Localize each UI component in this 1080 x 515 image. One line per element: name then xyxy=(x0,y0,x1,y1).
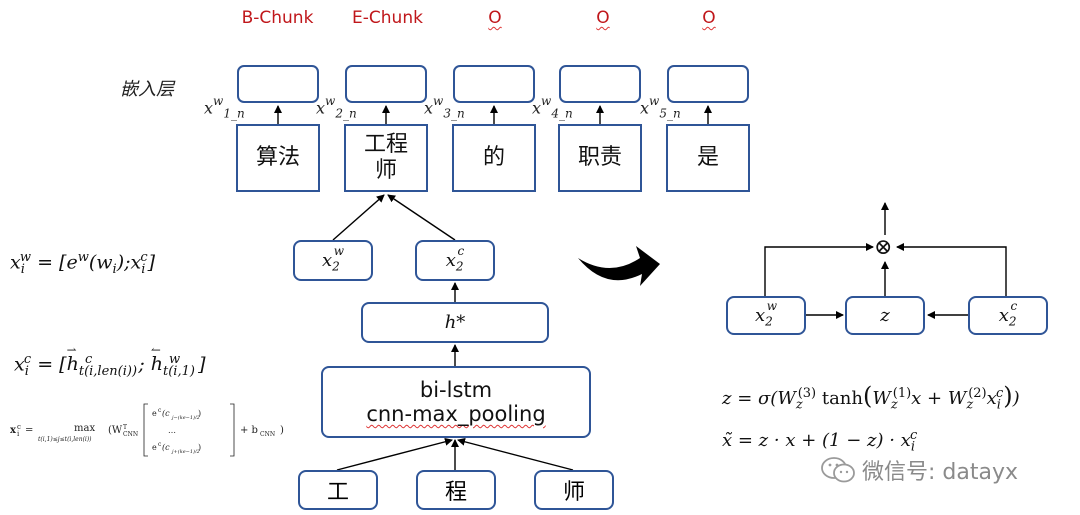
svg-text:max: max xyxy=(74,423,95,434)
tag-3: O xyxy=(456,8,534,28)
tag-1: B-Chunk xyxy=(241,8,314,28)
svg-text:j+(ke−1)/2: j+(ke−1)/2 xyxy=(171,448,200,455)
svg-text:e: e xyxy=(152,443,157,452)
tag-4-text: O xyxy=(596,8,610,28)
tag-2: E-Chunk xyxy=(352,8,423,28)
tag-5-text: O xyxy=(702,8,716,28)
svg-text:c: c xyxy=(158,407,162,414)
tag-4: O xyxy=(564,8,642,28)
arrow-char3-to-encoder xyxy=(457,437,574,471)
word-box-2: 工程 师 xyxy=(344,124,428,192)
equation-gate-output: x̃ = z · x + (1 − z) · xic xyxy=(722,428,918,455)
char-box-2: 程 xyxy=(416,470,496,510)
hstar-box: h* xyxy=(361,302,549,343)
word-box-5: 是 xyxy=(666,124,750,192)
watermark: 微信号: datayx xyxy=(820,454,1018,486)
arrow-char1-to-encoder xyxy=(336,437,453,471)
x-label-3: xw3_n xyxy=(424,94,465,121)
svg-text:(c: (c xyxy=(162,443,170,452)
gate-z-box: z xyxy=(845,296,925,335)
otimes-symbol: ⊗ xyxy=(874,234,893,259)
embed-box-5 xyxy=(667,65,749,103)
line-x2c-to-otimes xyxy=(896,243,1007,296)
svg-text:+ b: + b xyxy=(240,425,258,436)
gate-x2c-box: x2c xyxy=(968,296,1048,335)
embed-box-4 xyxy=(559,65,641,103)
svg-text:): ) xyxy=(198,409,201,418)
transition-arrow xyxy=(578,246,660,286)
char-box-3: 师 xyxy=(534,470,614,510)
char-box-1: 工 xyxy=(298,470,378,510)
svg-text:CNN: CNN xyxy=(260,431,275,438)
svg-text:x: x xyxy=(10,425,17,436)
tag-3-text: O xyxy=(488,8,502,28)
encoder-box: bi-lstm cnn-max_pooling xyxy=(321,366,591,438)
svg-text:…: … xyxy=(168,426,176,435)
svg-text:): ) xyxy=(198,443,201,452)
word-box-1: 算法 xyxy=(236,124,320,192)
x2c-box: x2c xyxy=(415,240,495,281)
embed-box-3 xyxy=(453,65,535,103)
watermark-text: 微信号: datayx xyxy=(862,460,1018,485)
svg-text:j−(ke−1)/2: j−(ke−1)/2 xyxy=(171,414,200,421)
word-box-4: 职责 xyxy=(558,124,642,192)
gate-x2w-box: x2w xyxy=(726,296,806,335)
svg-text:(c: (c xyxy=(162,409,170,418)
embed-box-2 xyxy=(345,65,427,103)
arrow-x2c-to-word2 xyxy=(387,194,456,241)
x-label-5: xw5_n xyxy=(640,94,681,121)
encoder-line1: bi-lstm xyxy=(419,378,493,402)
svg-text:t(i,1)≤j≤t(i,len(i)): t(i,1)≤j≤t(i,len(i)) xyxy=(38,436,92,443)
arrow-x2w-to-word2 xyxy=(332,194,385,241)
svg-text:c: c xyxy=(158,441,162,448)
svg-text:=: = xyxy=(25,425,33,436)
embed-box-1 xyxy=(237,65,319,103)
svg-text:CNN: CNN xyxy=(123,431,138,438)
wechat-icon xyxy=(821,457,855,483)
svg-text:e: e xyxy=(152,409,157,418)
x-label-2: xw2_n xyxy=(316,94,357,121)
equation-char-bilstm: xic = [h⇀t(i,len(i))c; h↼t(i,1)w] xyxy=(14,343,206,380)
embed-layer-label: 嵌入层 xyxy=(120,79,174,100)
x-label-1: xw1_n xyxy=(204,94,245,121)
svg-text:i: i xyxy=(17,430,20,438)
word-box-3: 的 xyxy=(452,124,536,192)
equation-cnn-maxpool: x c i = max t(i,1)≤j≤t(i,len(i)) (W CNN … xyxy=(10,403,284,457)
svg-text:c: c xyxy=(17,423,21,431)
svg-text:): ) xyxy=(280,425,284,436)
svg-text:(W: (W xyxy=(108,425,123,436)
line-x2w-to-otimes xyxy=(764,243,874,296)
x-label-4: xw4_n xyxy=(532,94,573,121)
x2w-box: x2w xyxy=(293,240,373,281)
equation-word-char-concat: xiw = [ew(wi);xic] xyxy=(10,250,156,278)
equation-gate-z: z = σ(Wz(3) tanh(Wz(1)x + Wz(2)xic)) xyxy=(722,382,1020,413)
svg-text:T: T xyxy=(123,424,127,431)
encoder-line2: cnn-max_pooling xyxy=(366,402,546,426)
tag-5: O xyxy=(670,8,748,28)
